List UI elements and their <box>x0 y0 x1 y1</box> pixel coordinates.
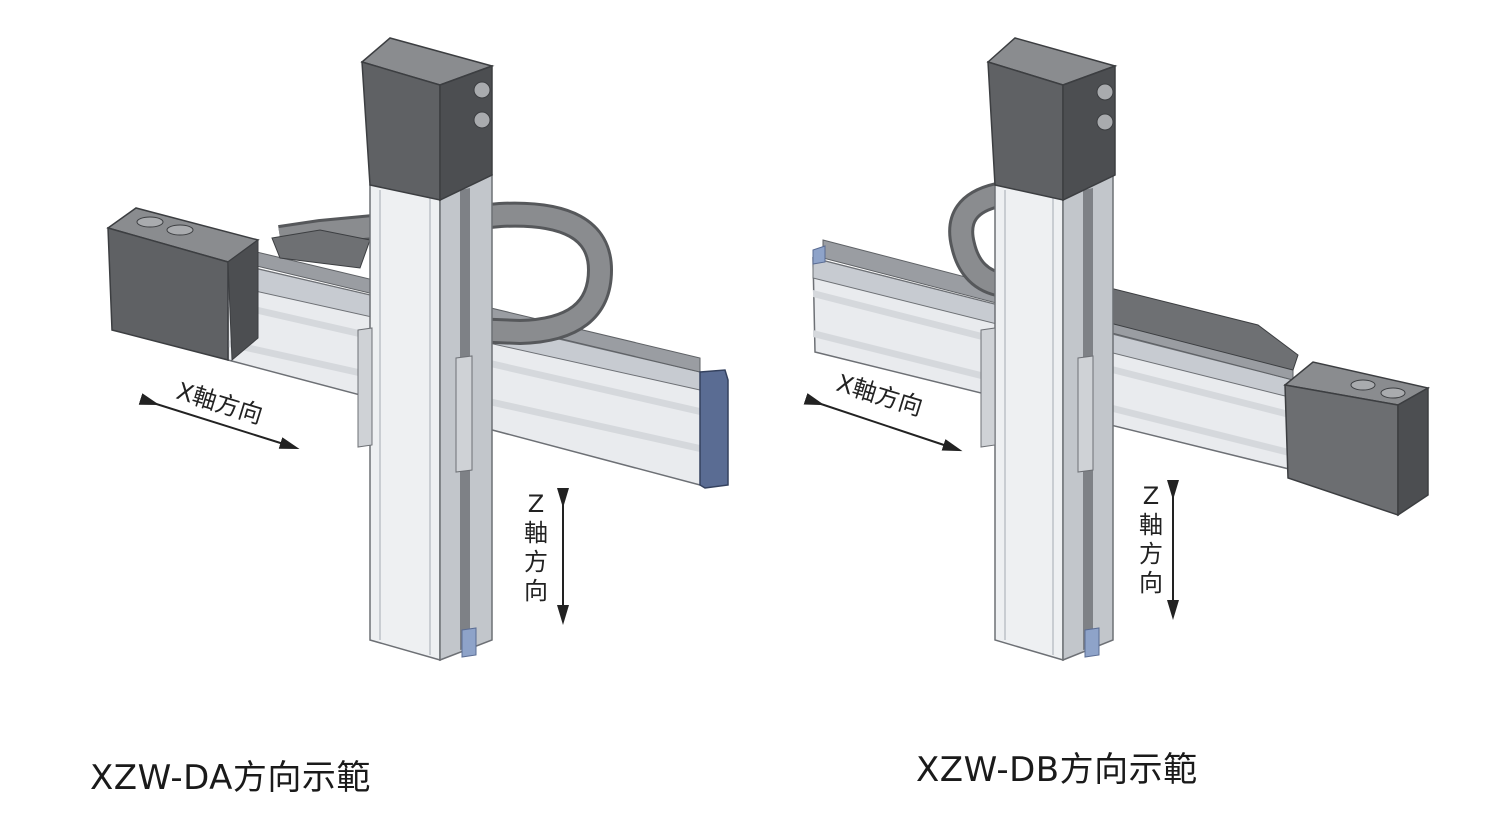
x-axis-motor <box>106 207 260 362</box>
z-axis-label-char: 軸 <box>524 519 548 547</box>
xzw-da-illustration: X軸方向 <box>106 37 729 662</box>
z-axis-label-char: Z <box>527 490 545 518</box>
z-axis-label-char: Z <box>1142 482 1160 510</box>
z-axis-column <box>357 174 493 662</box>
x-axis-label: X軸方向 <box>173 377 266 430</box>
cable-chain <box>948 182 1299 371</box>
cable-chain <box>271 201 614 346</box>
z-axis-motor <box>360 37 495 202</box>
x-axis-arrow <box>803 393 963 452</box>
x-axis-arrow <box>138 393 300 449</box>
z-axis-label: Z 軸 方 向 <box>1136 482 1166 598</box>
z-axis-label-char: 軸 <box>1139 511 1163 539</box>
z-axis-label-char: 向 <box>524 577 548 605</box>
figure-xzw-db: X軸方向 Z 軸 方 向 XZW-DB方向示範 <box>753 0 1506 818</box>
figure-caption: XZW-DB方向示範 <box>916 750 1198 790</box>
z-axis-label-char: 方 <box>1139 540 1163 568</box>
x-axis-end-cap <box>699 369 729 489</box>
z-axis-label-char: 方 <box>524 548 548 576</box>
xzw-db-illustration: X軸方向 <box>803 37 1431 662</box>
z-axis-motor <box>986 37 1118 202</box>
x-axis-motor <box>1283 361 1431 517</box>
z-axis-column <box>980 173 1114 662</box>
figure-xzw-da: X軸方向 Z 軸 方 向 XZW-DA方向示範 <box>90 37 729 798</box>
figure-caption: XZW-DA方向示範 <box>90 758 371 798</box>
z-axis-label-char: 向 <box>1139 569 1163 597</box>
z-axis-label: Z 軸 方 向 <box>521 490 551 606</box>
